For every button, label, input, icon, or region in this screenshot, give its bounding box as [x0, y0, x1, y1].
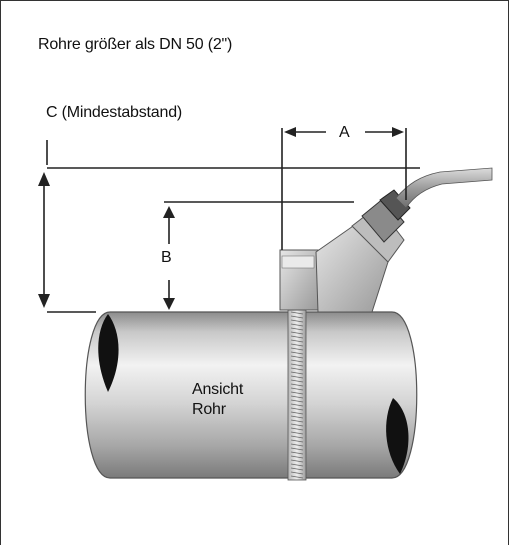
dimension-b: [163, 201, 354, 310]
strap-tooth: [290, 407, 304, 411]
strap-tooth: [290, 467, 304, 471]
pipe: [84, 311, 418, 479]
strap-tooth: [290, 379, 304, 383]
strap-tooth: [290, 363, 304, 367]
strap-tooth: [290, 475, 304, 479]
label-c-minimum-distance: C (Mindestabstand): [46, 104, 183, 121]
strap-tooth: [290, 327, 304, 331]
strap-tooth: [290, 387, 304, 391]
cable: [395, 167, 493, 209]
strap-tooth: [290, 391, 304, 395]
dimension-a: [281, 127, 407, 250]
strap-tooth: [290, 347, 304, 351]
pipe-left-end: [98, 314, 119, 392]
strap-tooth: [290, 323, 304, 327]
strap-tooth: [290, 355, 304, 359]
strap-tooth: [290, 463, 304, 467]
strap-tooth: [290, 343, 304, 347]
strap-tooth: [290, 319, 304, 323]
strap-tooth: [290, 395, 304, 399]
pipe-label-view: Ansicht: [192, 381, 244, 398]
strap-tooth: [290, 439, 304, 443]
strap-tooth: [290, 455, 304, 459]
strap-tooth: [290, 459, 304, 463]
strap-tooth: [290, 435, 304, 439]
pipe-label-pipe: Rohr: [192, 401, 226, 418]
strap-tooth: [290, 383, 304, 387]
strap-tooth: [290, 351, 304, 355]
strap-tooth: [290, 451, 304, 455]
strap-tooth: [290, 419, 304, 423]
dimension-c: [38, 140, 420, 313]
strap-tooth: [290, 359, 304, 363]
pipe-right-end: [386, 398, 409, 474]
label-b: B: [161, 249, 172, 266]
strap-tooth: [290, 315, 304, 319]
strap-tooth: [290, 423, 304, 427]
strap-tooth: [290, 335, 304, 339]
strap-tooth: [290, 399, 304, 403]
strap-tooth: [290, 339, 304, 343]
label-a: A: [339, 124, 350, 141]
strap-tooth: [290, 427, 304, 431]
strap-tooth: [290, 367, 304, 371]
strap-tooth: [290, 443, 304, 447]
strap-tooth: [290, 311, 304, 315]
strap-tooth: [290, 403, 304, 407]
strap-tooth: [290, 471, 304, 475]
transducer-body: [315, 189, 411, 313]
strap-tooth: [290, 447, 304, 451]
clamp-block: [279, 249, 319, 311]
diagram-title: Rohre größer als DN 50 (2"): [38, 36, 233, 53]
strap-tooth: [290, 371, 304, 375]
strap-tooth: [290, 431, 304, 435]
strap-tooth: [290, 411, 304, 415]
strap-tooth: [290, 375, 304, 379]
strap-tooth: [290, 331, 304, 335]
strap-tooth: [290, 415, 304, 419]
